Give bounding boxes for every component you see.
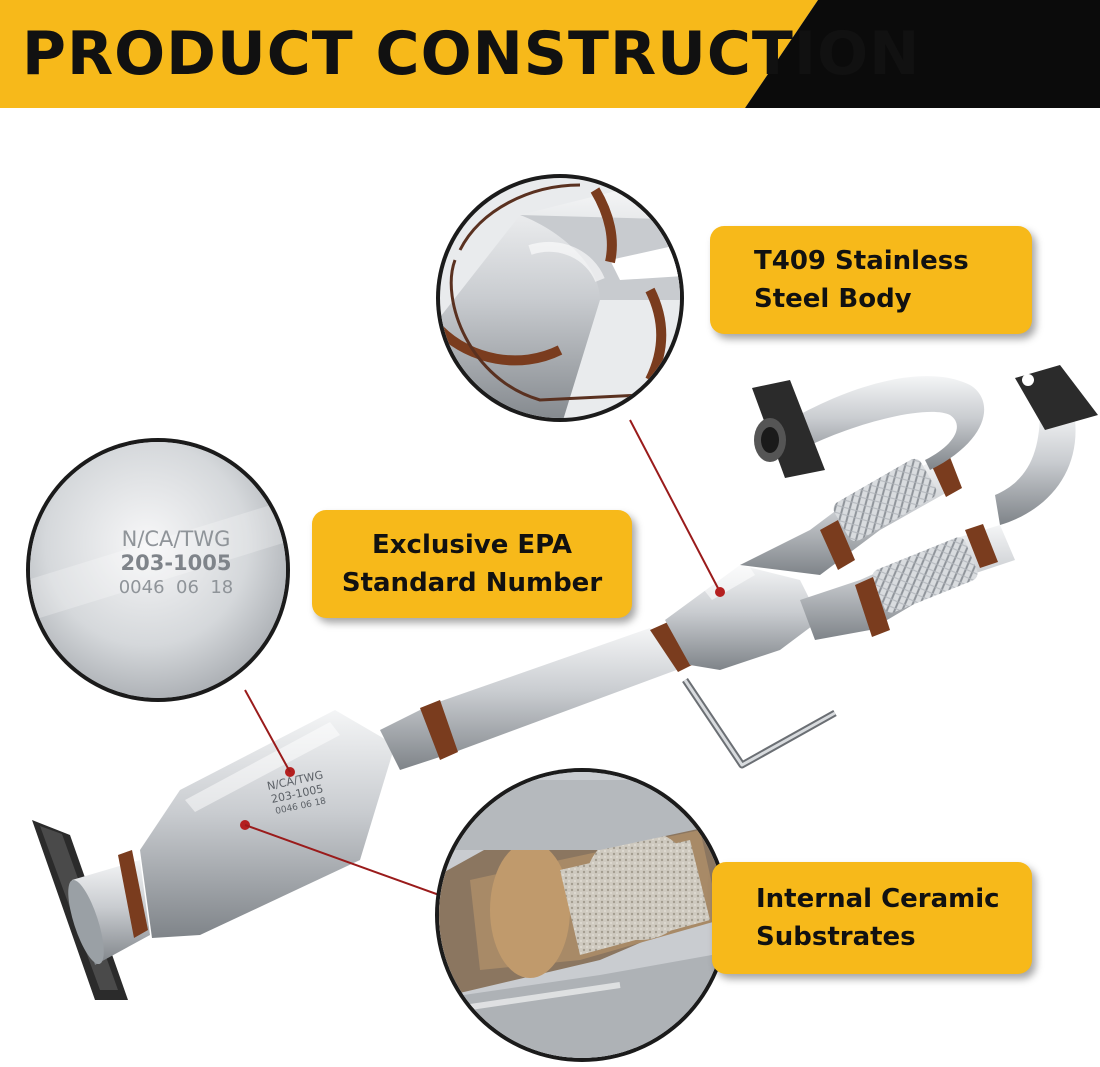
stamp-line-1: N/CA/TWG <box>122 527 231 551</box>
callout-stainless-body: T409 Stainless Steel Body <box>710 226 1032 334</box>
converter-body: N/CA/TWG 203-1005 0046 06 18 <box>140 710 395 938</box>
outlet-flange-left <box>752 380 825 478</box>
callout-ceramic-line2: Substrates <box>756 922 916 952</box>
stamp-line-3: 0046 06 18 <box>119 577 234 598</box>
callout-stainless-line2: Steel Body <box>754 284 912 314</box>
callout-ceramic-line1: Internal Ceramic <box>756 884 1000 914</box>
callout-epa-line1: Exclusive EPA <box>372 530 572 560</box>
epa-stamp-zoom-icon: N/CA/TWG 203-1005 0046 06 18 <box>26 438 290 702</box>
page-title: PRODUCT CONSTRUCTION <box>22 19 921 89</box>
stainless-body-zoom-icon <box>436 174 684 422</box>
pointer-lines <box>244 419 721 897</box>
outlet-flange-right <box>1015 365 1098 430</box>
callout-ceramic-substrates: Internal Ceramic Substrates <box>712 862 1032 974</box>
ceramic-substrate-zoom-icon <box>435 768 729 1062</box>
callout-epa-number: Exclusive EPA Standard Number <box>312 510 632 618</box>
callout-epa-line2: Standard Number <box>341 568 603 598</box>
stamp-line-2: 203-1005 <box>121 551 232 575</box>
callout-stainless-line1: T409 Stainless <box>754 246 969 276</box>
header-bar <box>0 0 1100 108</box>
